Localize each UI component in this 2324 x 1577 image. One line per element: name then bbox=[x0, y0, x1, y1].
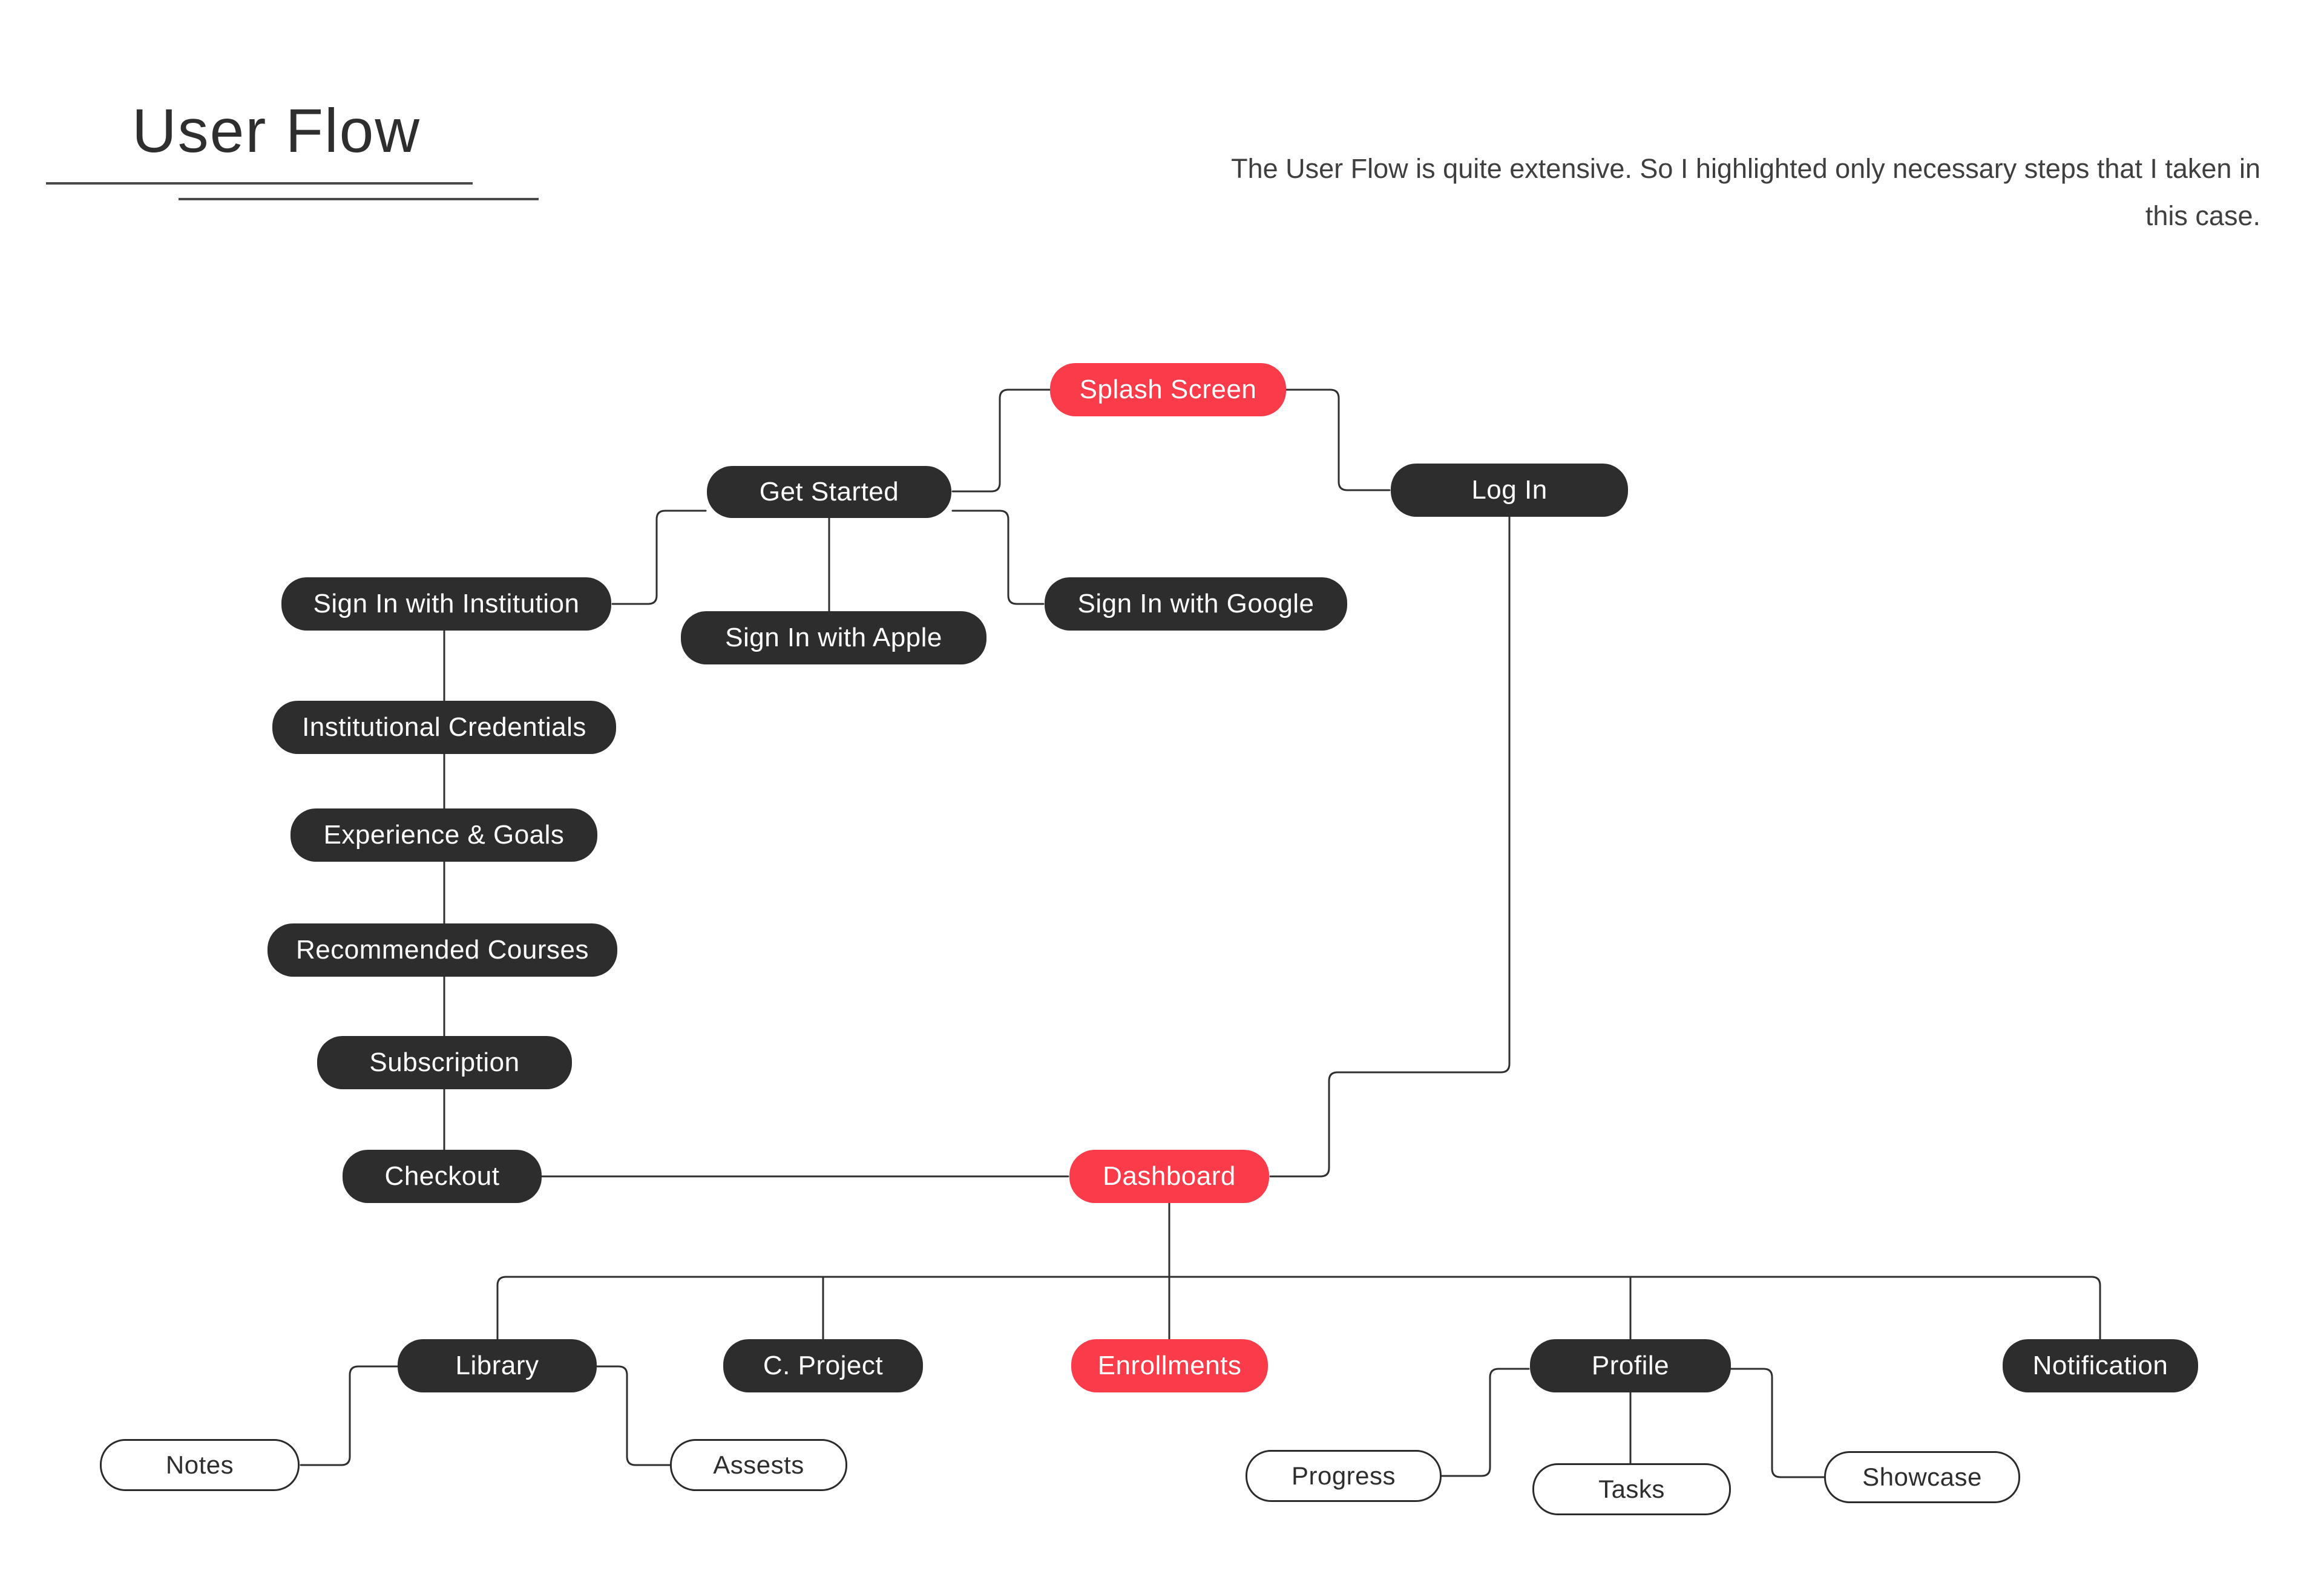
edge-profile-to-showcase bbox=[1730, 1368, 1825, 1478]
edge-library-to-notes bbox=[300, 1365, 399, 1466]
node-profile: Profile bbox=[1530, 1339, 1731, 1392]
node-recommended-courses-label: Recommended Courses bbox=[296, 935, 589, 965]
node-profile-label: Profile bbox=[1591, 1351, 1670, 1380]
edge-library-to-assests bbox=[596, 1365, 671, 1466]
node-notes: Notes bbox=[100, 1439, 300, 1491]
node-institutional-credentials-label: Institutional Credentials bbox=[302, 712, 586, 742]
node-experience-and-goals-label: Experience & Goals bbox=[323, 820, 565, 850]
node-subscription: Subscription bbox=[317, 1036, 572, 1089]
node-subscription-label: Subscription bbox=[369, 1048, 520, 1077]
branch-line-library-to-notification bbox=[496, 1276, 2101, 1340]
edge-splash-screen-to-log-in bbox=[1285, 389, 1391, 491]
node-checkout-label: Checkout bbox=[384, 1161, 500, 1191]
node-library: Library bbox=[398, 1339, 597, 1392]
node-sign-in-with-apple-label: Sign In with Apple bbox=[725, 623, 942, 652]
node-tasks-label: Tasks bbox=[1598, 1475, 1665, 1503]
node-log-in-label: Log In bbox=[1471, 475, 1548, 505]
node-showcase-label: Showcase bbox=[1862, 1463, 1982, 1491]
node-get-started-label: Get Started bbox=[759, 477, 899, 507]
node-institutional-credentials: Institutional Credentials bbox=[272, 701, 616, 754]
title-underline-top bbox=[46, 182, 473, 185]
node-assests: Assests bbox=[670, 1439, 847, 1491]
node-dashboard-label: Dashboard bbox=[1103, 1161, 1236, 1191]
diagram-description: The User Flow is quite extensive. So I h… bbox=[1231, 153, 2260, 232]
node-recommended-courses: Recommended Courses bbox=[268, 923, 617, 977]
node-progress: Progress bbox=[1246, 1450, 1442, 1502]
node-notes-label: Notes bbox=[165, 1451, 234, 1479]
page-title: User Flow bbox=[132, 96, 421, 165]
node-dashboard: Dashboard bbox=[1069, 1150, 1269, 1203]
node-enrollments-label: Enrollments bbox=[1097, 1351, 1242, 1380]
node-sign-in-with-institution: Sign In with Institution bbox=[281, 577, 611, 631]
edge-progress-to-profile bbox=[1440, 1368, 1530, 1477]
node-sign-in-with-apple: Sign In with Apple bbox=[681, 611, 986, 664]
node-get-started: Get Started bbox=[707, 466, 951, 518]
title-underline-bottom bbox=[179, 198, 539, 200]
node-notification-label: Notification bbox=[2032, 1351, 2168, 1380]
edge-get-started-to-sign-in-institution bbox=[611, 510, 707, 605]
node-checkout: Checkout bbox=[343, 1150, 542, 1203]
edge-splash-screen-to-get-started bbox=[951, 389, 1051, 493]
node-sign-in-with-google: Sign In with Google bbox=[1045, 577, 1347, 631]
node-splash-screen-label: Splash Screen bbox=[1079, 375, 1257, 404]
node-progress-label: Progress bbox=[1291, 1461, 1396, 1490]
node-log-in: Log In bbox=[1391, 464, 1628, 517]
node-notification: Notification bbox=[2003, 1339, 2198, 1392]
node-c-project: C. Project bbox=[723, 1339, 923, 1392]
node-tasks: Tasks bbox=[1532, 1463, 1731, 1515]
node-sign-in-with-institution-label: Sign In with Institution bbox=[313, 589, 580, 618]
node-assests-label: Assests bbox=[713, 1451, 804, 1479]
node-enrollments: Enrollments bbox=[1071, 1339, 1268, 1392]
edge-log-in-to-dashboard bbox=[1269, 516, 1511, 1178]
node-library-label: Library bbox=[455, 1351, 539, 1380]
node-showcase: Showcase bbox=[1824, 1451, 2020, 1503]
node-splash-screen: Splash Screen bbox=[1050, 363, 1286, 416]
node-c-project-label: C. Project bbox=[763, 1351, 884, 1380]
node-experience-and-goals: Experience & Goals bbox=[290, 808, 597, 862]
node-sign-in-with-google-label: Sign In with Google bbox=[1077, 589, 1315, 618]
edge-get-started-to-sign-in-google bbox=[951, 510, 1045, 605]
